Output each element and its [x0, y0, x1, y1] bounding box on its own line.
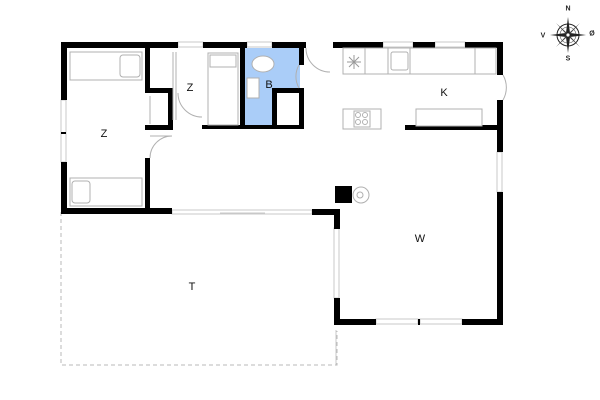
- room-label-bedroom-2: Z: [186, 82, 194, 94]
- room-label-terrace: T: [188, 281, 196, 293]
- room-label-living-room: W: [414, 233, 426, 245]
- compass-north-label: N: [565, 5, 571, 13]
- compass-south-label: S: [565, 55, 571, 63]
- walls: [61, 42, 503, 325]
- terrace-outline: [60, 212, 338, 366]
- door-swings: [149, 47, 507, 159]
- freezer-icon: [347, 55, 361, 69]
- room-label-kitchen: K: [440, 87, 448, 99]
- room-label-bathroom: B: [265, 79, 273, 91]
- compass-rose-icon: [550, 17, 586, 53]
- compass-east-label: Ø: [589, 30, 595, 38]
- compass-west-label: V: [540, 32, 546, 40]
- room-label-bedroom-1: Z: [100, 128, 108, 140]
- fixtures: [69, 47, 497, 207]
